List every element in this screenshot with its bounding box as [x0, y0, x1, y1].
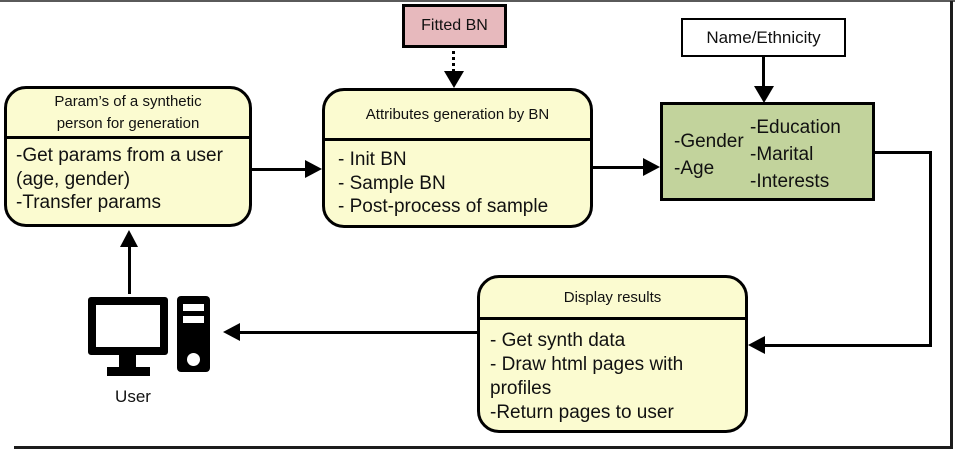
attributes-item: - Sample BN	[338, 172, 446, 194]
frame-right-line	[950, 1, 953, 449]
monitor-stand-icon	[119, 355, 136, 367]
profile-attribute: -Age	[674, 158, 715, 179]
profile-attribute: -Interests	[750, 171, 830, 192]
computer-icon	[88, 294, 220, 386]
name-ethnicity-label: Name/Ethnicity	[706, 27, 821, 47]
arrow-fittedbn-to-attributes-line	[452, 51, 455, 72]
attributes-item: - Post-process of sample	[338, 196, 549, 217]
arrow-user-to-params-line	[128, 246, 131, 294]
connector-profile-to-display-seg2	[929, 151, 932, 347]
tower-power-button-icon	[187, 353, 200, 366]
arrow-user-to-params-head	[120, 230, 138, 247]
connector-profile-to-display-seg3	[763, 344, 932, 347]
arrow-params-to-attributes-head	[305, 160, 322, 178]
frame-top-line	[0, 0, 955, 2]
profile-attribute: -Marital	[750, 144, 814, 165]
arrow-attributes-to-profile-line	[593, 166, 645, 169]
params-box: Param’s of a synthetic person for genera…	[4, 86, 252, 227]
params-box-title: Param’s of a synthetic person for genera…	[7, 89, 249, 139]
connector-profile-to-display-seg1	[875, 151, 932, 154]
frame-bottom-line	[14, 446, 953, 449]
profile-attribute: -Gender	[674, 131, 744, 152]
connector-profile-to-display-head	[748, 336, 765, 354]
arrow-display-to-user-head	[223, 323, 240, 341]
display-item: - Get synth data	[490, 330, 626, 351]
params-box-body: -Get params from a user (age, gender) -T…	[7, 139, 249, 215]
params-item: -Transfer params	[16, 192, 161, 213]
tower-drive-slot-icon	[183, 316, 204, 323]
user-label: User	[115, 387, 151, 406]
display-item: -Return pages to user	[490, 402, 674, 423]
arrow-name-to-profile-head	[754, 86, 774, 103]
fitted-bn-label: Fitted BN	[421, 17, 488, 34]
arrow-fittedbn-to-attributes-head	[444, 71, 464, 88]
profile-extended-column: -Education -Marital -Interests	[750, 105, 841, 198]
fitted-bn-box: Fitted BN	[402, 4, 507, 48]
attributes-item: - Init BN	[338, 149, 407, 170]
params-item: -Get params from a user (age, gender)	[16, 145, 223, 190]
display-results-title: Display results	[480, 278, 745, 320]
monitor-base-icon	[107, 367, 150, 376]
arrow-params-to-attributes-line	[252, 168, 307, 171]
display-item: - Draw html pages with profiles	[490, 354, 684, 399]
attributes-box-title: Attributes generation by BN	[325, 91, 590, 141]
arrow-display-to-user-line	[238, 331, 477, 334]
arrow-name-to-profile-line	[762, 57, 765, 87]
attributes-box-body: - Init BN - Sample BN - Post-process of …	[325, 141, 590, 219]
arrow-attributes-to-profile-head	[643, 158, 660, 176]
profile-basic-column: -Gender -Age	[663, 105, 750, 198]
display-results-body: - Get synth data - Draw html pages with …	[480, 320, 745, 425]
profile-attributes-box: -Gender -Age -Education -Marital -Intere…	[660, 102, 875, 201]
attributes-box: Attributes generation by BN - Init BN - …	[322, 88, 593, 228]
tower-drive-slot-icon	[183, 304, 204, 311]
profile-attribute: -Education	[750, 117, 841, 138]
monitor-icon	[88, 297, 168, 355]
tower-icon	[177, 296, 210, 372]
name-ethnicity-box: Name/Ethnicity	[681, 18, 846, 57]
display-results-box: Display results - Get synth data - Draw …	[477, 275, 748, 433]
